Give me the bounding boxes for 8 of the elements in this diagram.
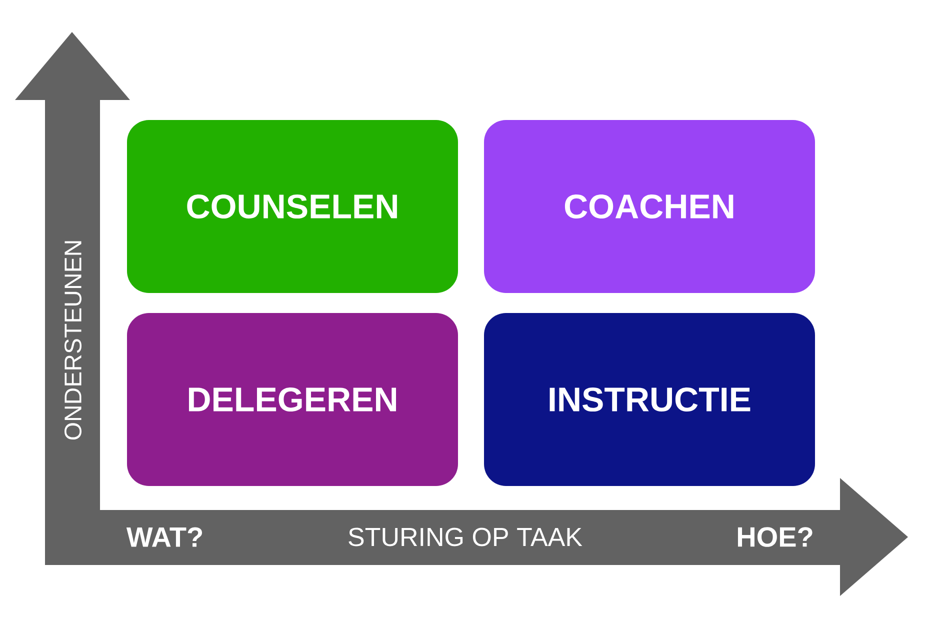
axis-label: WAT? bbox=[126, 527, 202, 547]
axis-label: HOE? bbox=[738, 527, 812, 547]
quadrant-box: DELEGEREN bbox=[127, 313, 458, 486]
quadrant-box: INSTRUCTIE bbox=[484, 313, 815, 486]
axis-label: ONDERSTEUNEN bbox=[64, 241, 82, 440]
quadrant-box: COUNSELEN bbox=[127, 120, 458, 293]
quadrant-box: COACHEN bbox=[484, 120, 815, 293]
axis-label: STURING OP TAAK bbox=[348, 528, 582, 546]
